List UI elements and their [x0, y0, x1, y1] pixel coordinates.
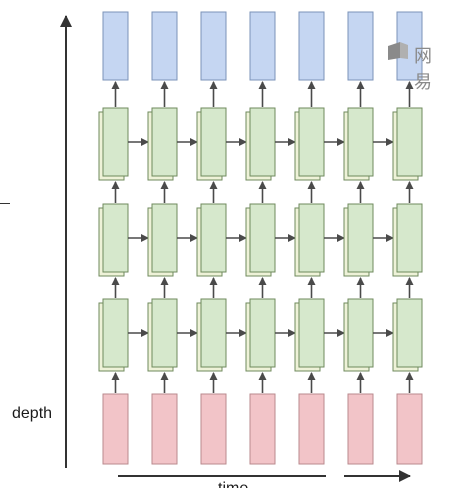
depth-axis-label: depth [12, 405, 53, 422]
output-cell [249, 11, 276, 81]
hidden-cell [151, 203, 178, 273]
axis-gap [326, 469, 344, 481]
hidden-cell [347, 107, 374, 177]
input-cell [396, 393, 423, 465]
output-cell [298, 11, 325, 81]
input-cell [298, 393, 325, 465]
hidden-cell [102, 298, 129, 368]
hidden-cell [200, 107, 227, 177]
hidden-cell [396, 203, 423, 273]
hidden-cell [200, 298, 227, 368]
hidden-cell [151, 298, 178, 368]
input-cell [200, 393, 227, 465]
hidden-cell [249, 203, 276, 273]
hidden-cell [298, 298, 325, 368]
output-cell [347, 11, 374, 81]
hidden-cell [249, 107, 276, 177]
watermark-text: 网易 [414, 46, 433, 92]
hidden-cell [347, 298, 374, 368]
netease-logo-icon [388, 42, 408, 60]
axis-tick-mark [0, 203, 10, 204]
input-cell [102, 393, 129, 465]
hidden-cell [396, 107, 423, 177]
hidden-cell [347, 203, 374, 273]
hidden-cell [298, 203, 325, 273]
hidden-cell [151, 107, 178, 177]
hidden-cell [249, 298, 276, 368]
input-cell [151, 393, 178, 465]
time-axis-label: time [218, 478, 248, 488]
output-cell [151, 11, 178, 81]
input-cell [249, 393, 276, 465]
hidden-cell [102, 107, 129, 177]
hidden-cell [102, 203, 129, 273]
hidden-cell [396, 298, 423, 368]
output-cell [102, 11, 129, 81]
cell-grid [98, 11, 423, 465]
hidden-cell [200, 203, 227, 273]
hidden-cell [298, 107, 325, 177]
input-cell [347, 393, 374, 465]
output-cell [200, 11, 227, 81]
